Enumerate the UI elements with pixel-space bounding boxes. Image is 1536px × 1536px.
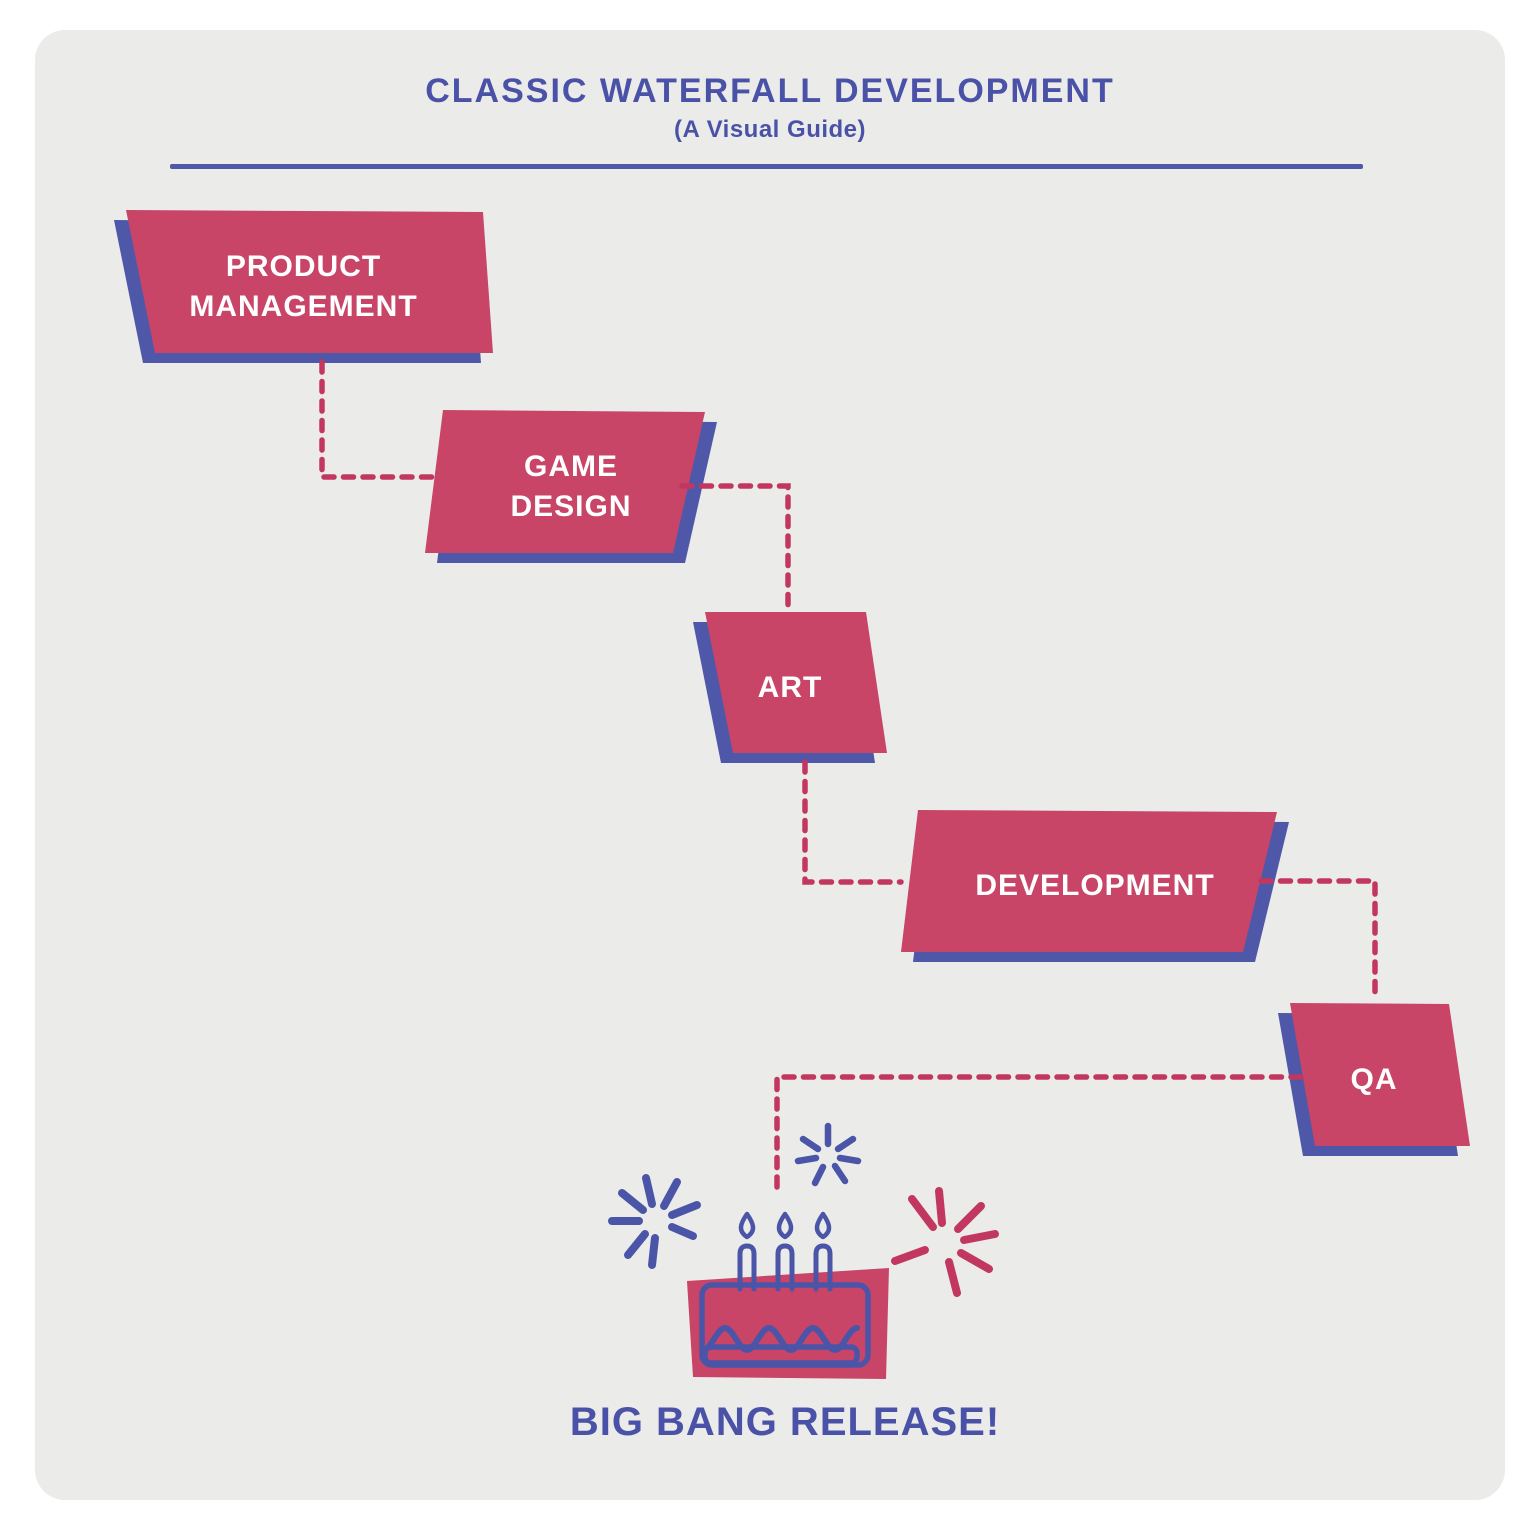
stage-face: GAME DESIGN	[425, 410, 705, 553]
stage-label: GAME DESIGN	[510, 449, 632, 523]
stage-art: ART	[693, 612, 887, 763]
page-subtitle: (A Visual Guide)	[673, 116, 867, 143]
stage-face: ART	[705, 612, 887, 753]
stage-face: PRODUCT MANAGEMENT	[126, 210, 493, 353]
stage-label: PRODUCT MANAGEMENT	[189, 249, 418, 323]
stage-label: DEVELOPMENT	[975, 869, 1215, 903]
page-title: CLASSIC WATERFALL DEVELOPMENT	[425, 72, 1115, 110]
stage-label: QA	[1350, 1062, 1398, 1096]
title-underline	[170, 164, 1363, 169]
stage-product-management: PRODUCT MANAGEMENT	[114, 210, 493, 363]
stage-development: DEVELOPMENT	[901, 810, 1289, 962]
stage-face: DEVELOPMENT	[901, 810, 1277, 952]
stage-label: ART	[757, 670, 823, 704]
stage-qa: QA	[1278, 1003, 1470, 1156]
stage-face: QA	[1290, 1003, 1470, 1146]
stage-game-design: GAME DESIGN	[425, 410, 717, 563]
release-caption: BIG BANG RELEASE!	[569, 1400, 1001, 1444]
